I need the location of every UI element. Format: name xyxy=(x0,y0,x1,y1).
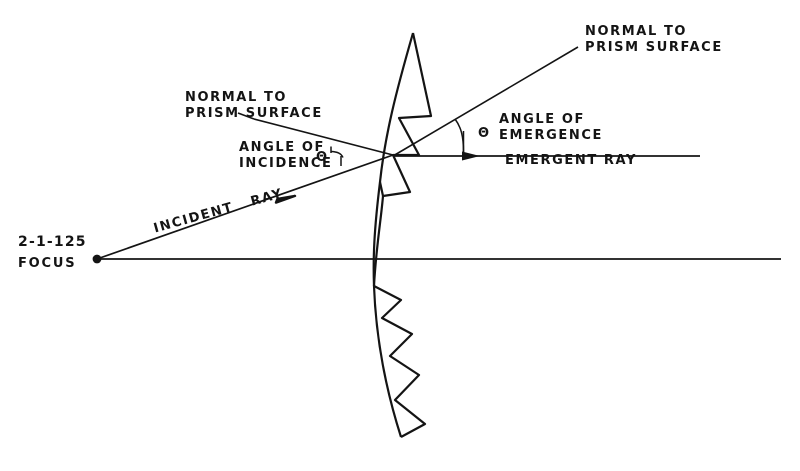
normal-left-leader xyxy=(237,112,255,120)
angle-of-emergence-arc xyxy=(454,118,465,153)
label-angle-of-emergence: ANGLE OF EMERGENCE xyxy=(499,112,603,143)
label-focus: FOCUS xyxy=(18,256,77,271)
normal-left-line xyxy=(253,118,394,156)
lens-sawtooth-profile xyxy=(378,32,433,198)
emergent-ray-arrowhead xyxy=(462,151,480,161)
lens-mid-body-edge xyxy=(372,195,385,287)
label-emergent-ray: EMERGENT RAY xyxy=(505,153,637,168)
incident-ray-arrowhead xyxy=(274,194,297,204)
label-normal-to-prism-surface-right: NORMAL TO PRISM SURFACE xyxy=(585,24,723,55)
normal-right-line xyxy=(392,46,579,157)
theta-emergence-symbol: Θ xyxy=(478,126,489,141)
label-normal-to-prism-surface-left: NORMAL TO PRISM SURFACE xyxy=(185,90,323,121)
angle-of-incidence-arc xyxy=(330,150,344,158)
label-angle-of-incidence: ANGLE OF INCIDENCE xyxy=(239,140,333,171)
label-focus-code: 2-1-125 xyxy=(18,234,87,250)
lens-sawtooth-profile-lower xyxy=(373,285,427,438)
incident-ray-line xyxy=(96,154,394,260)
theta-incidence-symbol: Θ xyxy=(316,150,327,165)
lens-front-curve xyxy=(372,32,415,438)
